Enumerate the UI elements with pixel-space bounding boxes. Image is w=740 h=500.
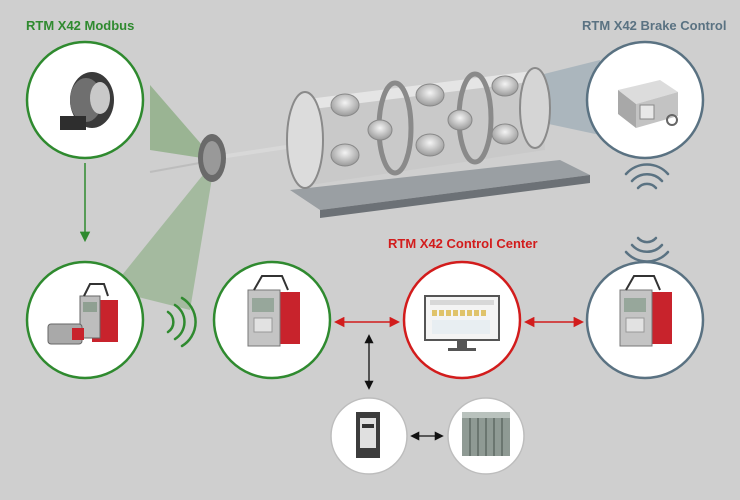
wireless-signal-icon bbox=[624, 163, 670, 263]
brake-control-circle bbox=[585, 40, 705, 160]
rtm-x42-device-icon bbox=[619, 275, 672, 347]
brake-device-circle bbox=[585, 260, 705, 380]
control-center-monitor-circle bbox=[402, 260, 522, 380]
stranding-machine-icon bbox=[149, 67, 590, 218]
brake-control-label: RTM X42 Brake Control bbox=[582, 18, 727, 33]
rtm-x42-device-icon bbox=[47, 283, 118, 345]
gateway-circle bbox=[330, 397, 408, 475]
gateway-module-icon bbox=[356, 412, 380, 458]
modbus-device-circle bbox=[25, 260, 145, 380]
brake-control-unit-icon bbox=[618, 80, 678, 128]
modbus-beam bbox=[110, 85, 215, 310]
plc-rack-icon bbox=[462, 412, 510, 456]
wireless-signal-icon bbox=[166, 296, 197, 348]
control-center-label: RTM X42 Control Center bbox=[388, 236, 538, 251]
modbus-sensor-circle bbox=[25, 40, 145, 160]
modbus-label: RTM X42 Modbus bbox=[26, 18, 135, 33]
control-center-monitor-icon bbox=[424, 295, 500, 351]
rtm-x42-device-icon bbox=[247, 275, 300, 347]
control-center-device-circle bbox=[212, 260, 332, 380]
plc-circle bbox=[447, 397, 525, 475]
modbus-sensor-icon bbox=[60, 72, 114, 130]
